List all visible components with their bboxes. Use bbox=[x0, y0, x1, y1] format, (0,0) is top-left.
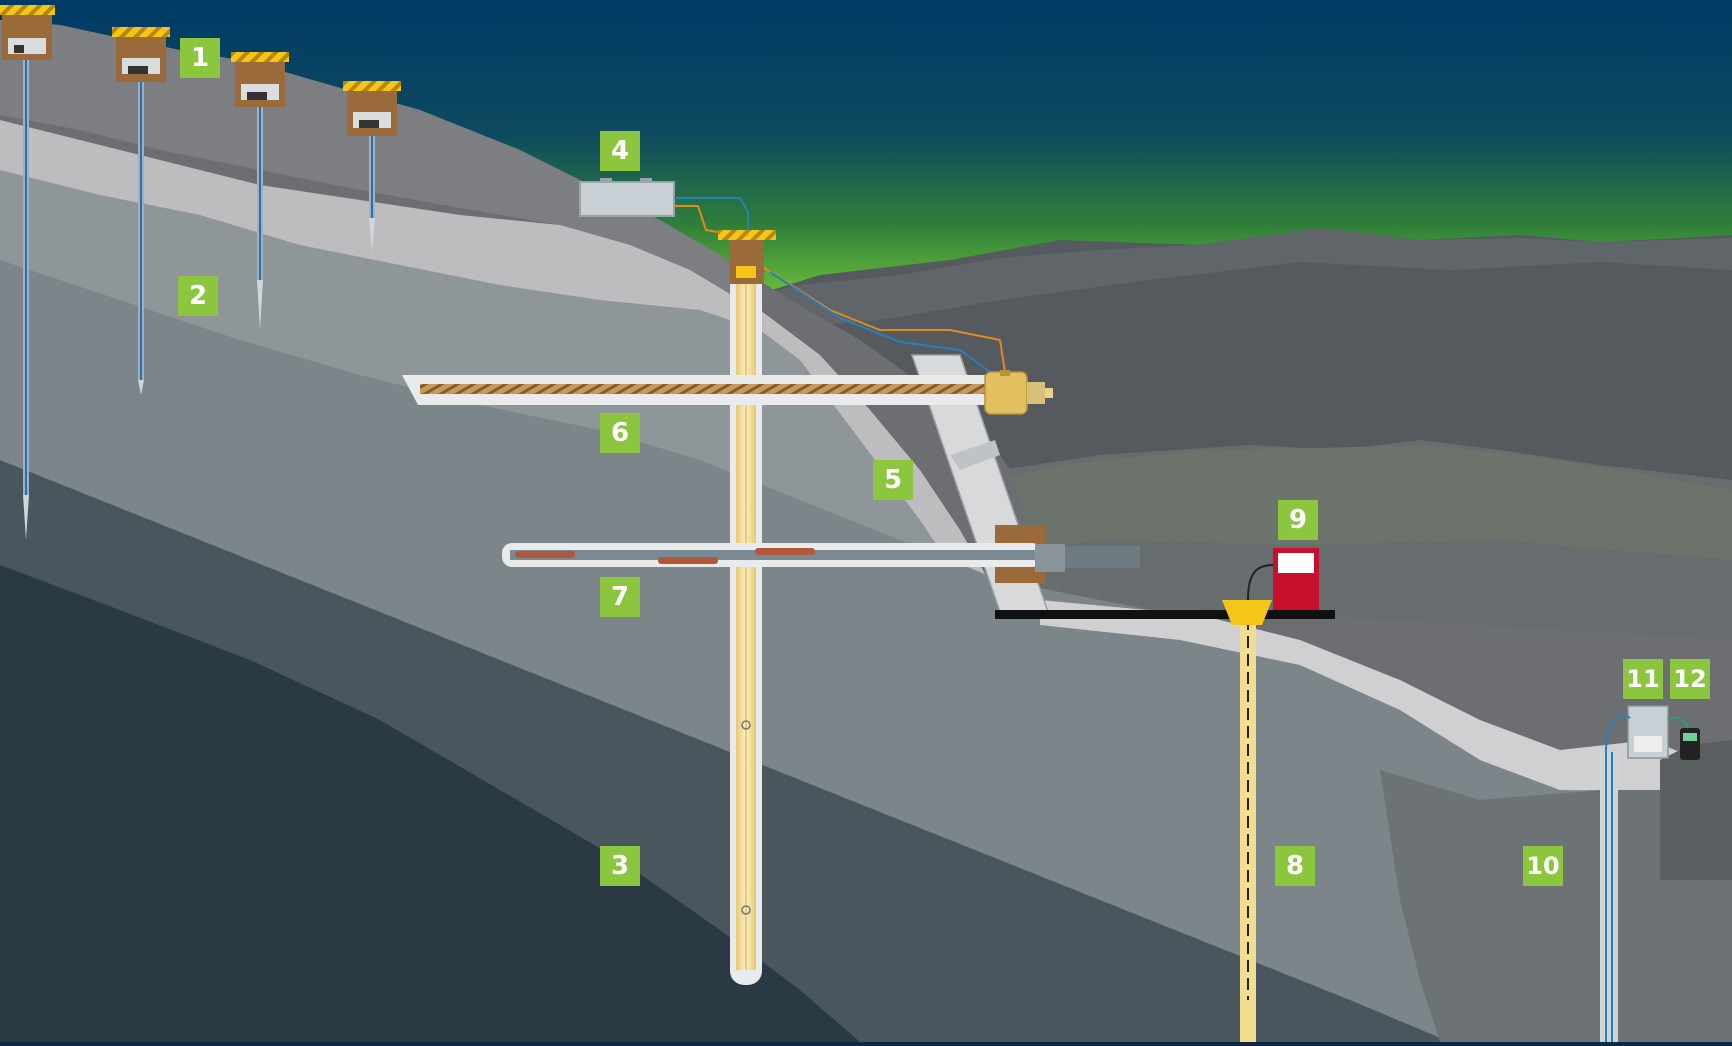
cable-to-readout bbox=[1667, 717, 1689, 729]
label-4: 4 bbox=[600, 131, 640, 171]
label-1: 1 bbox=[180, 38, 220, 78]
data-logger-box bbox=[579, 178, 675, 217]
multi-level-borehole bbox=[1600, 752, 1618, 1042]
hut-4 bbox=[343, 81, 401, 136]
label-7: 7 bbox=[600, 577, 640, 617]
hut-2 bbox=[112, 27, 170, 82]
label-12: 12 bbox=[1670, 659, 1710, 699]
cable-to-datalogger bbox=[1605, 714, 1631, 753]
pump-unit bbox=[1247, 548, 1319, 610]
label-10: 10 bbox=[1523, 846, 1563, 886]
rock-outcrop bbox=[1660, 740, 1732, 880]
label-11: 11 bbox=[1623, 659, 1663, 699]
cable-to-anchor-blue bbox=[769, 271, 991, 373]
stratum-lower-right bbox=[1380, 770, 1732, 1042]
terminal-housings bbox=[0, 5, 401, 136]
right-shore bbox=[1040, 600, 1732, 790]
far-mountain-ridge bbox=[740, 228, 1732, 330]
hut-1 bbox=[0, 5, 55, 60]
mid-hill-grass bbox=[960, 445, 1732, 560]
standpipe bbox=[1222, 600, 1272, 1042]
slope-overlay bbox=[0, 20, 760, 300]
stratum-bedrock bbox=[0, 565, 860, 1042]
readout-12 bbox=[1680, 728, 1700, 760]
label-3: 3 bbox=[600, 846, 640, 886]
piezometer-rods bbox=[23, 55, 375, 540]
datalogger-11 bbox=[1627, 705, 1669, 759]
label-5: 5 bbox=[873, 460, 913, 500]
rock-anchor bbox=[402, 370, 1053, 415]
hut-3 bbox=[231, 52, 289, 107]
label-2: 2 bbox=[178, 276, 218, 316]
label-6: 6 bbox=[600, 413, 640, 453]
ground-platform bbox=[995, 610, 1335, 619]
cable-to-anchor bbox=[759, 264, 1006, 373]
extensometer bbox=[502, 543, 1140, 572]
label-8: 8 bbox=[1275, 846, 1315, 886]
label-9: 9 bbox=[1278, 500, 1318, 540]
vertical-borehole bbox=[718, 230, 776, 985]
logger-cable-blue bbox=[674, 197, 749, 235]
